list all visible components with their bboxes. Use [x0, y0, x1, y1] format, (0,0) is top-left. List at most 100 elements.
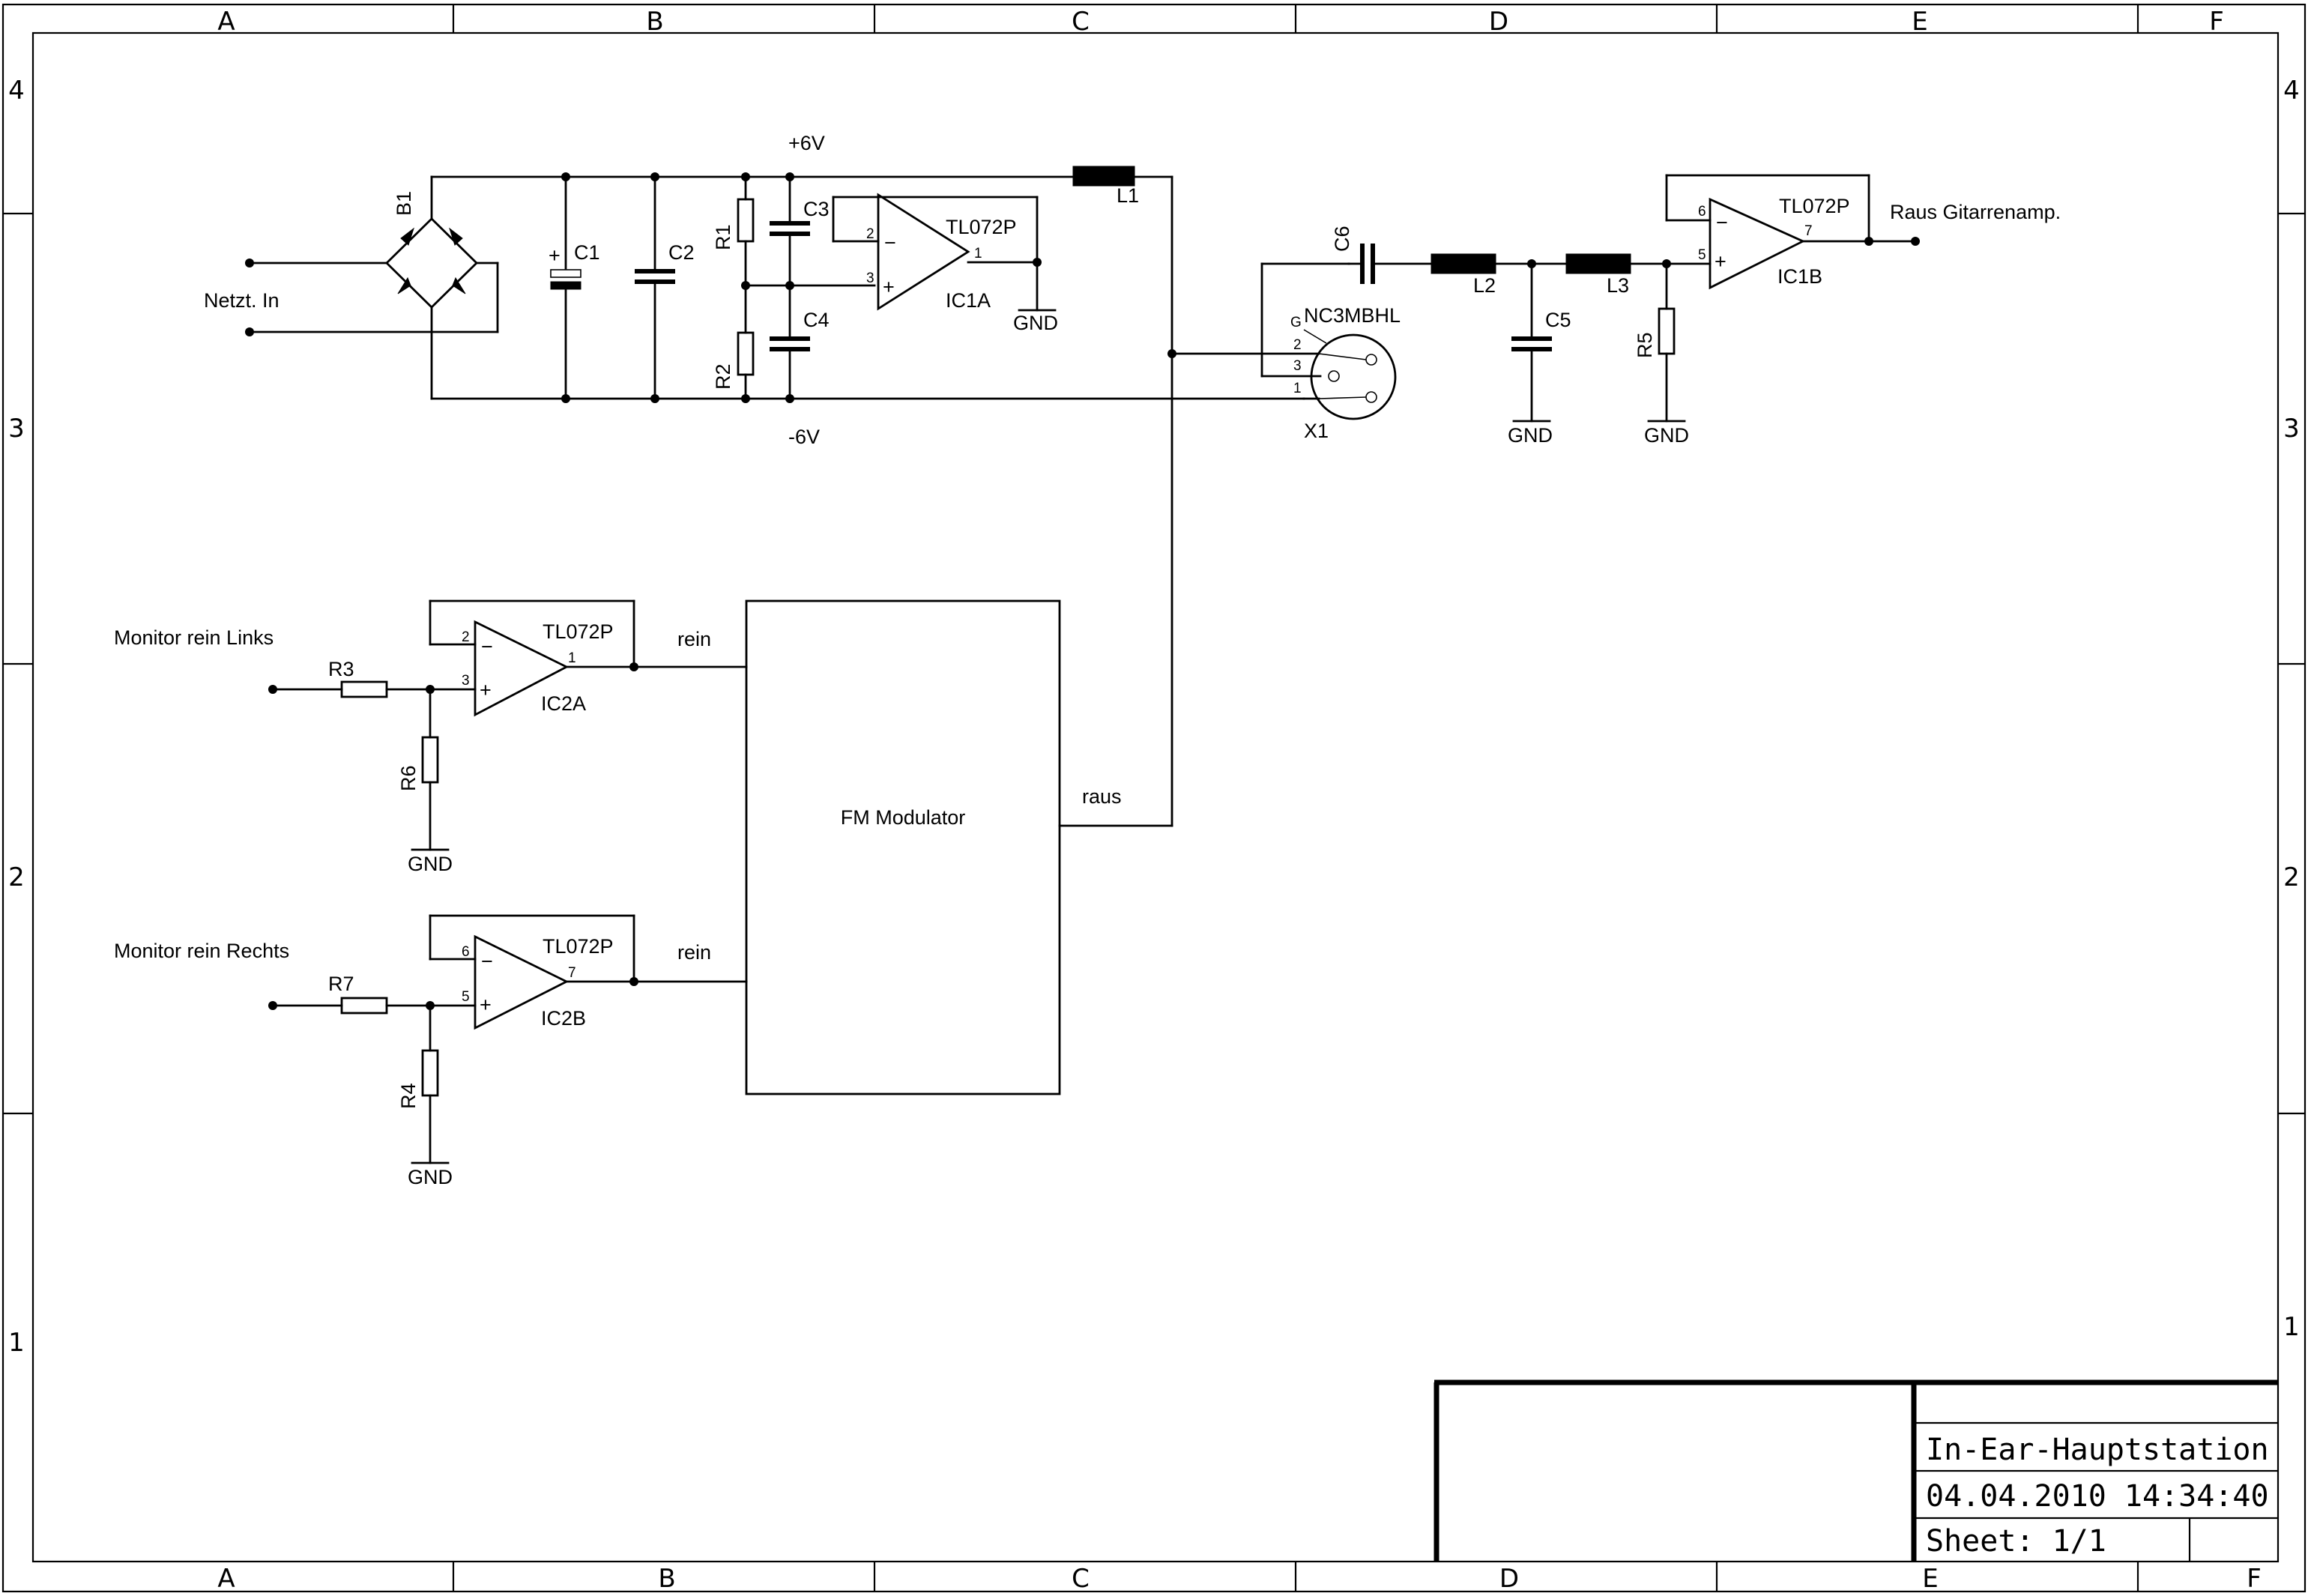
title-block: In-Ear-Hauptstation 04.04.2010 14:34:40 … — [1434, 1379, 2278, 1562]
svg-text:3: 3 — [462, 673, 470, 689]
capacitor-c4: C4 — [770, 309, 830, 400]
grid-col-e-bottom: E — [1922, 1564, 1938, 1594]
grid-col-a-bottom: A — [217, 1564, 235, 1594]
fm-input-left-label: rein — [677, 628, 711, 650]
c5-gnd-label: GND — [1508, 424, 1553, 447]
c1-label: C1 — [574, 241, 600, 264]
r4-gnd-label: GND — [408, 1166, 453, 1188]
xlr-socket — [1310, 333, 1397, 420]
svg-text:1: 1 — [974, 246, 982, 262]
grid-labels-top: A B C D E F — [217, 7, 2223, 37]
grid-col-b-top: B — [646, 7, 663, 37]
ic1a-name: IC1A — [946, 289, 991, 312]
bridge-rectifier-b1: B1 — [385, 175, 478, 400]
c6-label: C6 — [1331, 226, 1353, 252]
drawing-frame — [1, 3, 2307, 1593]
svg-text:+: + — [549, 244, 561, 267]
svg-text:3: 3 — [866, 270, 874, 286]
svg-text:7: 7 — [568, 965, 576, 981]
l1-label: L1 — [1117, 184, 1139, 207]
monitor-right-label: Monitor rein Rechts — [114, 940, 289, 962]
power-supply-section: Netzt. In B1 +6V -6V L1 + C1 — [204, 132, 1305, 827]
svg-text:2: 2 — [1293, 337, 1302, 353]
grid-row-4-left: 4 — [8, 76, 25, 106]
x1-name: X1 — [1304, 420, 1329, 442]
resistor-r6 — [421, 736, 439, 784]
svg-text:2: 2 — [866, 226, 874, 242]
positive-rail-label: +6V — [788, 132, 825, 154]
ic1a-part: TL072P — [946, 216, 1017, 238]
grid-col-d-bottom: D — [1499, 1564, 1519, 1594]
capacitor-c2: C2 — [635, 175, 695, 400]
r2-label: R2 — [712, 363, 734, 390]
input-terminal-2 — [245, 327, 254, 336]
svg-text:−: − — [884, 232, 896, 254]
r5-label: R5 — [1634, 332, 1656, 358]
output-filter-section: C6 L2 L3 C5 GND R5 GND — [1331, 174, 2061, 447]
svg-text:+: + — [480, 679, 492, 701]
capacitor-c1: + C1 — [549, 175, 600, 400]
monitor-left-section: Monitor rein Links R3 R6 GND − + 2 3 1 T… — [114, 599, 748, 875]
svg-text:+: + — [1715, 250, 1727, 273]
grid-labels-right: 4 3 2 1 — [2283, 76, 2300, 1342]
svg-text:1: 1 — [1293, 381, 1302, 396]
svg-text:7: 7 — [1804, 223, 1813, 239]
c4-label: C4 — [803, 309, 830, 331]
grid-col-f-bottom: F — [2247, 1564, 2262, 1594]
title-block-title: In-Ear-Hauptstation — [1926, 1433, 2269, 1467]
grid-col-c-bottom: C — [1072, 1564, 1090, 1594]
r5-gnd-label: GND — [1644, 424, 1689, 447]
grid-col-d-top: D — [1489, 7, 1508, 37]
grid-row-1-right: 1 — [2283, 1312, 2300, 1342]
inductor-l2 — [1431, 253, 1496, 274]
svg-text:−: − — [481, 950, 493, 973]
c5-label: C5 — [1545, 309, 1571, 331]
r3-label: R3 — [328, 658, 354, 680]
svg-text:6: 6 — [462, 944, 470, 960]
l3-label: L3 — [1607, 274, 1629, 297]
svg-text:−: − — [1716, 211, 1728, 234]
fm-modulator-label: FM Modulator — [841, 806, 966, 829]
svg-text:G: G — [1290, 315, 1302, 330]
opamp-ic1a: − + 2 3 1 TL072P IC1A GND — [832, 193, 1058, 334]
monitor-right-section: Monitor rein Rechts R7 R4 GND − + 6 5 7 … — [114, 914, 748, 1188]
ic1b-name: IC1B — [1777, 265, 1822, 288]
svg-text:+: + — [883, 276, 895, 298]
fm-input-right-label: rein — [677, 941, 711, 964]
grid-row-2-right: 2 — [2283, 862, 2300, 892]
svg-text:5: 5 — [462, 989, 470, 1005]
fm-modulator-block: FM Modulator raus — [745, 599, 1173, 1095]
resistor-r3 — [340, 680, 388, 698]
ic2a-name: IC2A — [541, 692, 586, 715]
l2-label: L2 — [1473, 274, 1496, 297]
grid-col-a-top: A — [217, 7, 235, 37]
resistor-r7 — [340, 997, 388, 1015]
r4-label: R4 — [397, 1083, 420, 1109]
opamp-ic2b: − + 6 5 7 TL072P IC2B — [429, 914, 748, 1030]
mains-input-label: Netzt. In — [204, 289, 280, 312]
grid-labels-bottom: A B C D E F — [217, 1564, 2261, 1594]
c2-label: C2 — [668, 241, 695, 264]
grid-row-1-left: 1 — [8, 1328, 25, 1358]
svg-text:6: 6 — [1698, 204, 1706, 220]
input-terminal-1 — [245, 259, 254, 267]
r6-gnd-label: GND — [408, 853, 453, 875]
svg-text:3: 3 — [1293, 358, 1302, 374]
grid-col-f-top: F — [2209, 7, 2224, 37]
svg-text:−: − — [481, 635, 493, 658]
grid-row-3-left: 3 — [8, 414, 25, 444]
r1-label: R1 — [712, 224, 734, 250]
ic2b-part: TL072P — [543, 935, 614, 958]
grid-labels-left: 4 3 2 1 — [8, 76, 25, 1358]
opamp-ic2a: − + 2 3 1 TL072P IC2A — [429, 599, 748, 717]
resistor-r4 — [421, 1049, 439, 1097]
bridge-label: B1 — [393, 191, 415, 216]
grid-row-4-right: 4 — [2283, 76, 2300, 106]
x1-part: NC3MBHL — [1304, 304, 1401, 327]
ic1b-part: TL072P — [1779, 195, 1850, 217]
svg-text:+: + — [480, 994, 492, 1016]
negative-rail-label: -6V — [788, 426, 820, 448]
opamp-ic1b: − + 6 5 7 TL072P IC1B — [1665, 174, 1920, 290]
resistor-r1: R1 — [712, 175, 755, 334]
grid-col-e-top: E — [1912, 7, 1927, 37]
